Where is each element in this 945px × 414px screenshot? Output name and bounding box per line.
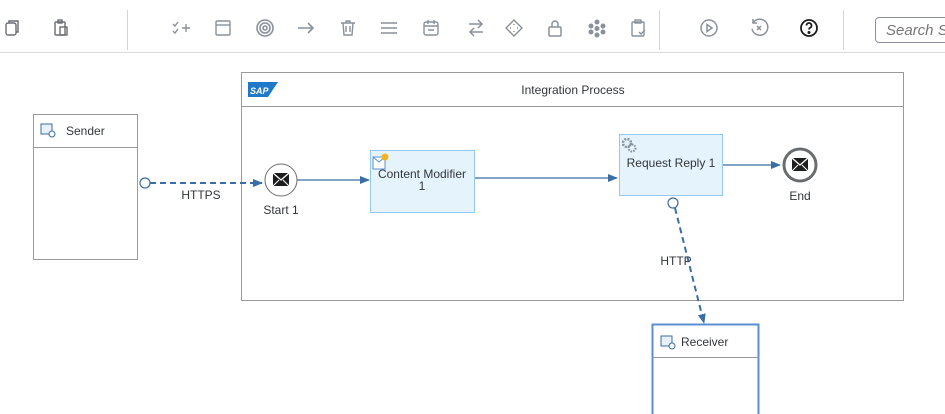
connection-sender-start[interactable]: HTTPS	[139, 177, 263, 202]
delete-icon[interactable]	[336, 16, 360, 40]
search-input[interactable]	[875, 17, 945, 43]
toolbar	[0, 0, 945, 53]
content-modifier-step[interactable]: Content Modifier 1	[370, 150, 475, 213]
content-modifier-label-line1: Content Modifier	[378, 167, 466, 181]
window-icon[interactable]	[211, 16, 235, 40]
swap-icon[interactable]	[464, 16, 488, 40]
lock-icon[interactable]	[543, 16, 567, 40]
sap-logo: SAP	[248, 82, 278, 97]
diamond-icon[interactable]	[502, 16, 526, 40]
process-title: Integration Process	[521, 83, 624, 97]
cluster-icon[interactable]	[585, 16, 609, 40]
play-icon[interactable]	[697, 16, 721, 40]
calendar-icon[interactable]	[419, 16, 443, 40]
receiver-label: Receiver	[681, 335, 728, 349]
toolbar-separator	[127, 10, 128, 50]
connection-request-receiver[interactable]: HTTP	[660, 197, 706, 324]
toolbar-separator	[843, 10, 844, 50]
end-label: End	[789, 189, 810, 203]
arrow-right-icon[interactable]	[294, 16, 318, 40]
connection-label-http: HTTP	[660, 254, 691, 268]
envelope-icon	[272, 172, 290, 187]
integration-process-pool[interactable]: SAP Integration Process	[241, 72, 904, 301]
connection-label-https: HTTPS	[181, 188, 220, 202]
menu-icon[interactable]	[377, 16, 401, 40]
sap-logo-text: SAP	[250, 86, 270, 96]
system-icon	[40, 123, 56, 138]
sender-participant[interactable]: Sender	[33, 114, 138, 260]
gear-icon	[621, 137, 637, 153]
copy-icon[interactable]	[0, 16, 24, 40]
clipboard-check-icon[interactable]	[626, 16, 650, 40]
paste-icon[interactable]	[49, 16, 73, 40]
sender-label: Sender	[66, 124, 105, 138]
content-modifier-label-line2: 1	[419, 179, 426, 193]
request-reply-label: Request Reply 1	[627, 156, 716, 170]
receiver-participant[interactable]: Receiver	[651, 323, 760, 414]
start-label: Start 1	[263, 203, 299, 217]
request-reply-step[interactable]: Request Reply 1	[619, 134, 723, 196]
toolbar-separator	[659, 10, 660, 50]
target-icon[interactable]	[253, 16, 277, 40]
help-icon[interactable]	[797, 16, 821, 40]
content-modifier-icon	[372, 153, 389, 170]
system-icon	[660, 335, 676, 350]
end-event[interactable]: End	[782, 147, 818, 203]
envelope-icon	[791, 157, 809, 172]
reset-icon[interactable]	[747, 16, 771, 40]
start-event[interactable]: Start 1	[263, 163, 299, 217]
add-validation-icon[interactable]	[169, 16, 193, 40]
